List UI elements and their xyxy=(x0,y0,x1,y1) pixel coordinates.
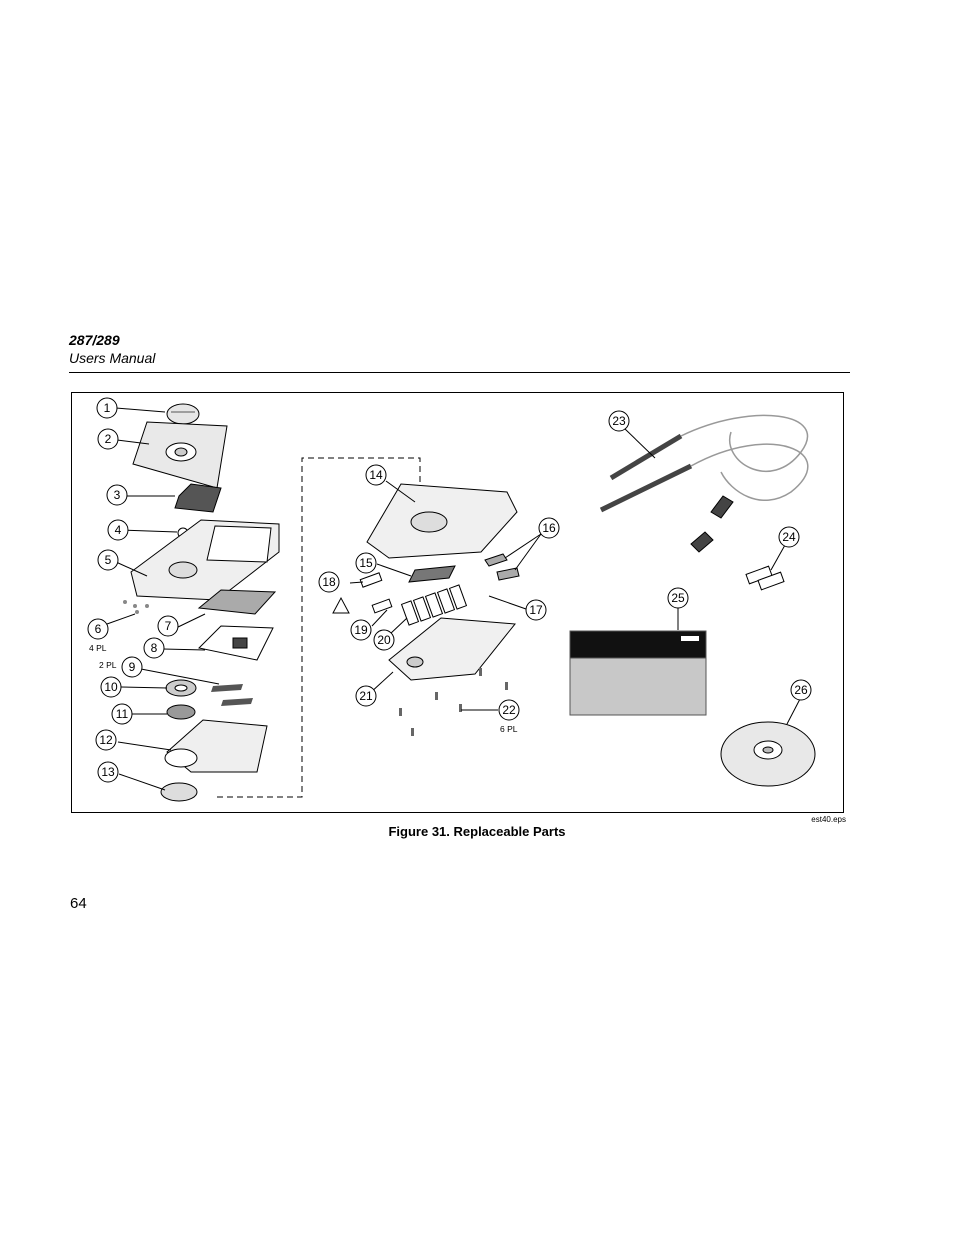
callout-label-4: 4 xyxy=(115,523,122,537)
callout-label-1: 1 xyxy=(104,401,111,415)
callout-3 xyxy=(106,484,128,506)
top-case-icon xyxy=(130,519,280,601)
test-leads-icon xyxy=(599,414,809,553)
callout-label-8: 8 xyxy=(151,641,158,655)
callout-22 xyxy=(498,699,520,721)
callout-label-10: 10 xyxy=(104,680,118,694)
callout-6 xyxy=(87,618,109,640)
rotary-switch-icon xyxy=(165,679,197,697)
callout-11 xyxy=(111,703,133,725)
callout-20 xyxy=(373,629,395,651)
callout-13 xyxy=(97,761,119,783)
qty-note-part-9: 2 PL xyxy=(99,660,117,670)
lcd-display-icon xyxy=(197,589,277,615)
callout-4 xyxy=(107,519,129,541)
callout-15 xyxy=(355,552,377,574)
manual-card-icon xyxy=(569,630,707,716)
callout-label-25: 25 xyxy=(671,591,685,605)
page-number: 64 xyxy=(70,895,87,912)
callout-label-16: 16 xyxy=(542,521,556,535)
callout-label-14: 14 xyxy=(369,468,383,482)
callout-21 xyxy=(355,685,377,707)
warning-icon xyxy=(332,596,350,614)
callout-label-17: 17 xyxy=(529,603,543,617)
bottom-case-icon xyxy=(366,483,518,559)
callout-2 xyxy=(97,428,119,450)
callout-19 xyxy=(350,619,372,641)
header-rule xyxy=(69,372,850,373)
replaceable-parts-figure: 1 2 3 4 5 6 7 8 9 10 11 12 13 14 15 16 1… xyxy=(71,392,844,813)
callout-16 xyxy=(538,517,560,539)
callout-10 xyxy=(100,676,122,698)
callout-label-6: 6 xyxy=(95,622,102,636)
callout-8 xyxy=(143,637,165,659)
callout-label-19: 19 xyxy=(354,623,368,637)
rotary-knob-icon xyxy=(166,403,200,425)
figure-file-id: est40.eps xyxy=(811,815,846,824)
callout-label-23: 23 xyxy=(612,414,626,428)
callout-label-7: 7 xyxy=(165,619,172,633)
fuse-icon xyxy=(359,572,393,614)
callout-14 xyxy=(365,464,387,486)
spare-fuses-icon xyxy=(745,565,785,591)
manual-model: 287/289 xyxy=(69,332,120,348)
callout-label-15: 15 xyxy=(359,556,373,570)
callout-label-3: 3 xyxy=(114,488,121,502)
callout-18 xyxy=(318,571,340,593)
shock-absorber-icon xyxy=(408,565,456,583)
callout-5 xyxy=(97,549,119,571)
screws-icon xyxy=(123,600,149,614)
callout-label-21: 21 xyxy=(359,689,373,703)
shield-assembly-icon xyxy=(164,719,268,773)
callout-label-12: 12 xyxy=(99,733,113,747)
manual-title: Users Manual xyxy=(69,350,156,366)
callout-label-11: 11 xyxy=(116,707,129,721)
qty-note-part-6: 4 PL xyxy=(89,643,107,653)
callout-23 xyxy=(608,410,630,432)
keypad-icon xyxy=(174,483,222,513)
batteries-icon xyxy=(400,584,468,626)
battery-door-icon xyxy=(388,617,516,681)
cd-rom-icon xyxy=(720,721,816,787)
callout-9 xyxy=(121,656,143,678)
callout-label-22: 22 xyxy=(502,703,516,717)
callout-label-26: 26 xyxy=(794,683,808,697)
callout-label-18: 18 xyxy=(322,575,336,589)
lcd-panel-icon xyxy=(197,625,274,661)
callout-1 xyxy=(96,397,118,419)
callout-label-20: 20 xyxy=(377,633,391,647)
callout-7 xyxy=(157,615,179,637)
callout-label-5: 5 xyxy=(105,553,112,567)
keypad-overlay-icon xyxy=(132,421,228,489)
callout-label-24: 24 xyxy=(782,530,796,544)
figure-caption: Figure 31. Replaceable Parts xyxy=(388,824,566,839)
door-screws-icon xyxy=(399,668,508,736)
elastomeric-connectors-icon xyxy=(211,684,253,706)
callout-label-9: 9 xyxy=(129,660,136,674)
qty-note-part-22: 6 PL xyxy=(500,724,518,734)
callout-24 xyxy=(778,526,800,548)
callout-25 xyxy=(667,587,689,609)
switch-detent-icon xyxy=(166,704,196,720)
callout-label-2: 2 xyxy=(105,432,112,446)
switch-cam-icon xyxy=(160,782,198,802)
callout-12 xyxy=(95,729,117,751)
battery-clips-icon xyxy=(484,553,520,581)
callout-26 xyxy=(790,679,812,701)
callout-label-13: 13 xyxy=(101,765,115,779)
callout-17 xyxy=(525,599,547,621)
